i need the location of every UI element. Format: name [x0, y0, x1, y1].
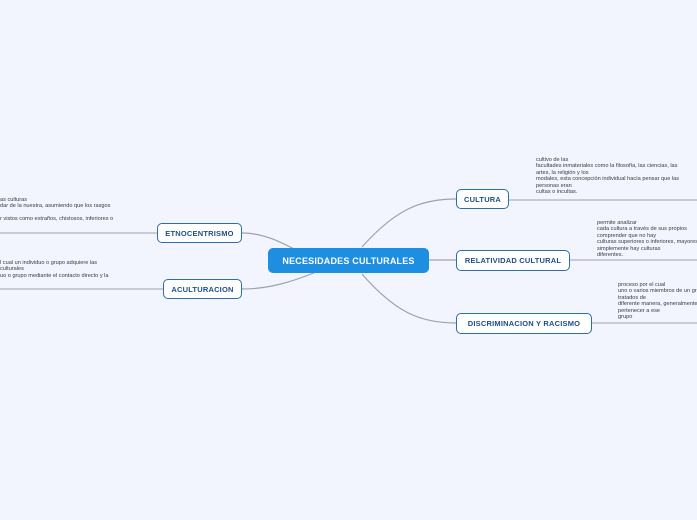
note-line: r vistos como extraños, chistosos, infer…	[0, 216, 114, 223]
note-discriminacion-y-racismo: proceso por el cual uno o varios miembro…	[618, 282, 697, 320]
note-line: cada cultura a través de sus propios	[597, 226, 687, 233]
link-cultura	[361, 198, 457, 248]
note-line: facultades inmateriales como la filosofí…	[536, 163, 678, 170]
note-etnocentrismo: as culturas dar de la nuestra, asumiendo…	[0, 197, 150, 223]
note-line: diferente manera, generalmente	[618, 301, 697, 308]
node-relatividad-cultural[interactable]: RELATIVIDAD CULTURAL	[456, 250, 570, 271]
note-line: artes, la religión y los	[536, 169, 589, 176]
note-relatividad-cultural: permite analizar cada cultura a través d…	[597, 220, 697, 258]
node-discriminacion-y-racismo[interactable]: DISCRIMINACION Y RACISMO	[456, 313, 592, 334]
note-line: modales, esta concepción individual hací…	[536, 176, 680, 183]
node-aculturacion[interactable]: ACULTURACION	[163, 279, 242, 299]
note-line: l cual un individuo o grupo adquiere las	[0, 260, 98, 266]
note-line: grupo	[618, 314, 633, 321]
note-line: tratados de	[618, 294, 646, 301]
note-line: uno o varios miembros de un grupo	[618, 288, 697, 295]
note-line: uo o grupo mediante el contacto directo …	[0, 272, 109, 279]
note-line: diferentes.	[597, 252, 624, 259]
note-line: dar de la nuestra, asumiendo que los ras…	[0, 203, 111, 210]
note-line: comprender que no hay	[597, 232, 657, 239]
note-aculturacion: l cual un individuo o grupo adquiere las…	[0, 260, 150, 279]
link-discriminacion	[361, 273, 457, 324]
note-line: as culturas	[0, 197, 28, 203]
note-line: culturas superiores o inferiores, mayore…	[597, 239, 697, 246]
node-etnocentrismo[interactable]: ETNOCENTRISMO	[157, 223, 242, 243]
note-line: pertenecer a ese	[618, 307, 660, 314]
note-line: permite analizar	[597, 220, 637, 226]
note-line: cultivo de las	[536, 157, 569, 163]
note-cultura: cultivo de las facultades inmateriales c…	[536, 157, 697, 195]
node-cultura[interactable]: CULTURA	[456, 189, 509, 209]
note-line: culturales	[0, 266, 24, 273]
central-topic-node[interactable]: NECESIDADES CULTURALES	[268, 248, 429, 273]
note-line: personas eran	[536, 182, 572, 189]
note-line: simplemente hay culturas	[597, 245, 661, 252]
note-line: proceso por el cual	[618, 282, 666, 288]
note-line: cultas o incultas.	[536, 189, 578, 196]
link-aculturacion	[241, 271, 317, 290]
